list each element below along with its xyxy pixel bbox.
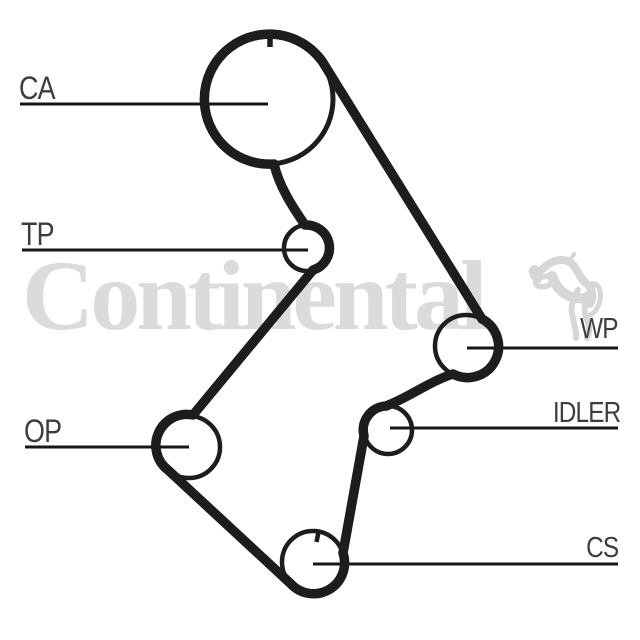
label-crankshaft: CS — [585, 532, 619, 564]
label-water-pump: WP — [580, 313, 618, 345]
continental-watermark-text: Continental — [22, 240, 488, 351]
timing-mark-cs — [314, 531, 321, 543]
label-oil-pump: OP — [24, 413, 62, 449]
rearing-horse-icon — [528, 252, 603, 341]
label-camshaft: CA — [19, 70, 56, 106]
label-tensioner: TP — [21, 216, 55, 252]
timing-belt — [151, 29, 504, 599]
label-idler: IDLER — [552, 397, 620, 429]
